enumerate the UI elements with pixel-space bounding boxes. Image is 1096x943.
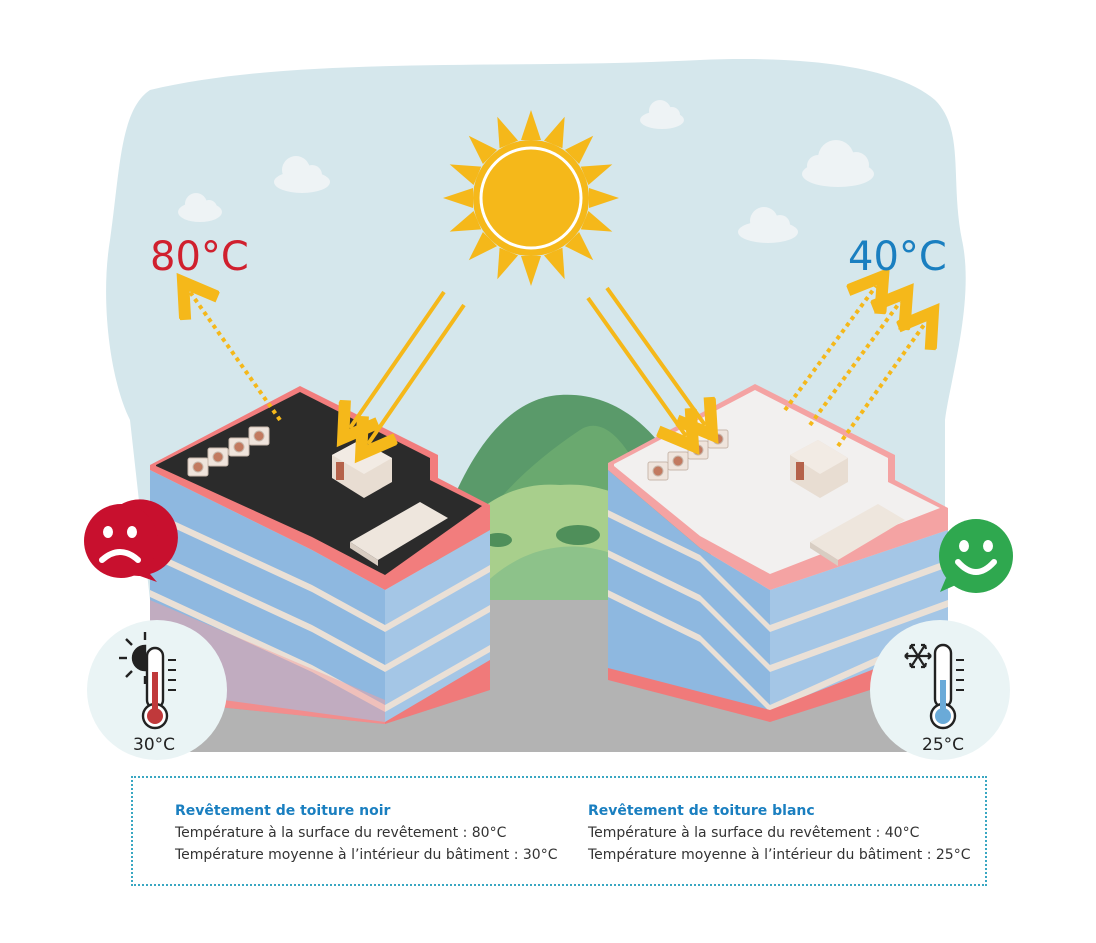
sun-icon [119, 632, 147, 684]
cloud-icon [178, 193, 222, 222]
legend-white-surface: Température à la surface du revêtement :… [588, 825, 920, 841]
white-roof-surface-temp: 40°C [848, 234, 947, 280]
legend-black-roof: Revêtement de toiture noir Température à… [175, 800, 558, 866]
cold-thermometer-badge: 25°C [870, 620, 1010, 760]
thermometer-cold-icon [929, 643, 964, 730]
incoming-sun-rays [350, 286, 705, 444]
cloud-icon [738, 207, 798, 243]
black-roof-surface-temp: 80°C [150, 234, 249, 280]
legend-white-inside: Température moyenne à l’intérieur du bât… [588, 847, 971, 863]
hot-thermometer-badge: 30°C [87, 620, 227, 760]
thermometer-hot-icon [141, 646, 176, 730]
happy-face-icon [939, 519, 1013, 593]
cloud-icon [274, 156, 330, 193]
snowflake-icon [904, 643, 932, 669]
white-roof-inside-temp: 25°C [922, 735, 964, 755]
legend-white-roof: Revêtement de toiture blanc Température … [588, 800, 971, 866]
cloud-icon [640, 100, 684, 129]
legend-box: Revêtement de toiture noir Température à… [131, 776, 987, 886]
cloud-icon [802, 140, 874, 187]
ac-units [187, 426, 270, 477]
legend-black-inside: Température moyenne à l’intérieur du bât… [175, 847, 558, 863]
reflected-rays [190, 286, 926, 448]
legend-black-title: Revêtement de toiture noir [175, 803, 391, 819]
clouds [178, 100, 874, 243]
legend-white-title: Revêtement de toiture blanc [588, 803, 815, 819]
sad-face-icon [84, 499, 178, 582]
sun-illustration [443, 110, 619, 286]
legend-black-surface: Température à la surface du revêtement :… [175, 825, 507, 841]
black-roof-inside-temp: 30°C [133, 735, 175, 755]
